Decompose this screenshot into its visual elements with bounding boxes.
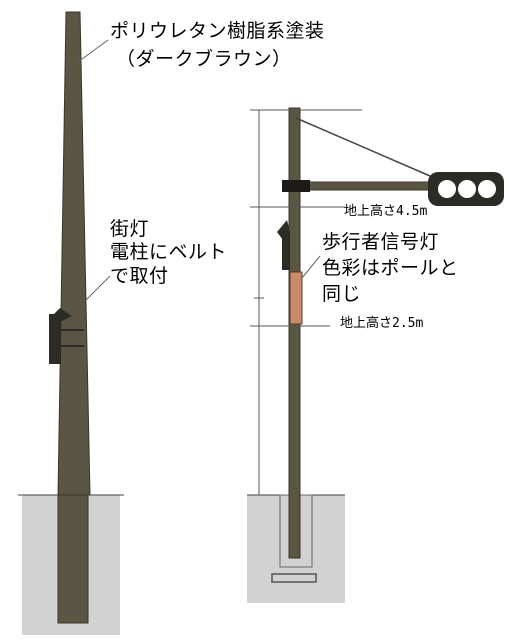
height-upper-label: 地上高さ4.5m [344, 204, 428, 219]
left-pole [57, 11, 91, 496]
pedestrian-label-line3: 同じ [322, 283, 362, 305]
signal-lamp-1 [438, 180, 456, 198]
right-pole [288, 107, 301, 559]
streetlight-label-line1: 街灯 [110, 218, 150, 240]
pedestrian-leader-line [301, 255, 321, 279]
coating-label-line2: （ダークブラウン） [116, 48, 292, 70]
coating-label-line1: ポリウレタン樹脂系塗装 [110, 20, 325, 42]
signal-arm-clamp [282, 180, 310, 192]
pedestrian-label-line1: 歩行者信号灯 [322, 231, 440, 253]
streetlight-label-line3: で取付 [110, 265, 169, 287]
height-lower-label: 地上高さ2.5m [340, 316, 424, 331]
streetlight-leader-line [85, 275, 111, 301]
pedestrian-signal-upper [282, 232, 290, 270]
left-pole-buried [57, 494, 89, 624]
signal-arm [287, 181, 437, 191]
coating-leader-line [77, 39, 109, 63]
signal-lamp-3 [478, 180, 496, 198]
streetlight-bracket [52, 308, 72, 322]
signal-lamp-2 [458, 180, 476, 198]
streetlight-label-line2: 電柱にベルト [110, 241, 228, 263]
right-base-plate [271, 573, 317, 583]
streetlight-fixture [49, 314, 61, 364]
pedestrian-label-line2: 色彩はポールと [322, 257, 459, 279]
signal-stay-wire [295, 117, 431, 177]
pedestrian-signal-light [289, 271, 303, 325]
